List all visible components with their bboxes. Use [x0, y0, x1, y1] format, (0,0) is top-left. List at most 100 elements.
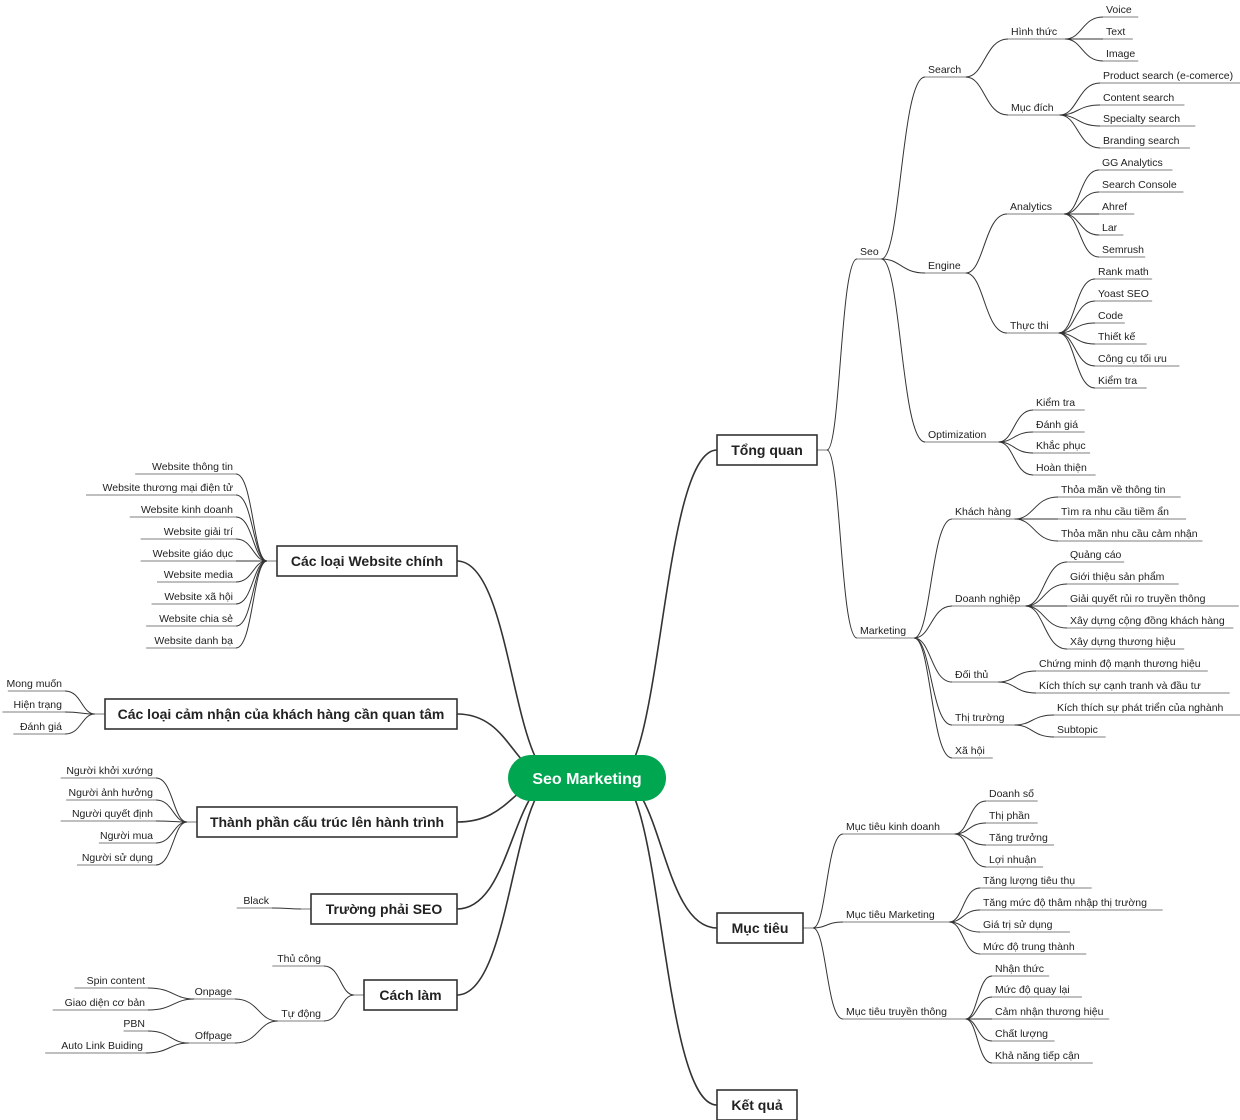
connector [881, 258, 926, 443]
topic-node: Khách hàng [955, 506, 1011, 518]
main-topic-label: Trường phải SEO [326, 901, 443, 917]
connector [1025, 605, 1068, 629]
topic-node: Mục tiêu truyền thông [846, 1006, 947, 1018]
topic-node: Thị trường [955, 712, 1005, 724]
topic-node: Người sử dụng [82, 852, 153, 864]
connector [965, 272, 1008, 334]
topic-node: Ahref [1102, 201, 1127, 213]
connector [147, 987, 195, 1000]
topic-node: Người khởi xướng [66, 765, 153, 777]
connector [155, 799, 188, 823]
connector [1058, 332, 1096, 367]
connector [1064, 191, 1100, 215]
topic-node: Engine [928, 260, 961, 272]
central-topic-box[interactable] [508, 755, 666, 801]
connector [1014, 724, 1055, 738]
connector [881, 258, 926, 274]
topic-node: Analytics [1010, 201, 1052, 213]
main-topic-box[interactable] [716, 912, 804, 944]
central-topic-label: Seo Marketing [532, 771, 641, 788]
topic-node: Hình thức [1011, 26, 1057, 38]
topic-node: Khắc phục [1036, 439, 1086, 452]
connector [998, 409, 1034, 443]
connector [913, 518, 953, 639]
connector [1065, 16, 1104, 40]
topic-node: Optimization [928, 429, 987, 441]
connector [826, 449, 858, 639]
topic-node: Tăng mức độ thâm nhập thị trường [983, 897, 1147, 909]
connector [881, 76, 926, 260]
topic-node: Giá trị sử dụng [983, 919, 1053, 931]
topic-node: Mức độ quay lại [995, 984, 1070, 996]
main-topic-label: Thành phần cấu trúc lên hành trình [210, 814, 444, 830]
topic-node: Search Console [1102, 179, 1177, 191]
topic-node: Website thông tin [152, 461, 233, 473]
main-topic-label: Tổng quan [731, 442, 803, 458]
main-topic-box[interactable] [716, 434, 818, 466]
main-topic-box[interactable] [716, 1089, 798, 1120]
connector [1025, 583, 1068, 607]
connector [323, 994, 355, 1022]
connector-lines [2, 16, 1240, 1106]
topic-node: Người mua [100, 830, 153, 842]
topic-node: Thực thi [1010, 320, 1049, 332]
connector [998, 431, 1034, 443]
connector [998, 670, 1037, 683]
main-topic-box[interactable] [310, 893, 458, 925]
connector [826, 258, 858, 451]
connector [234, 998, 278, 1022]
connector [64, 713, 96, 735]
topic-node: Subtopic [1057, 724, 1098, 736]
connector [812, 921, 844, 929]
main-topic-box[interactable] [104, 698, 458, 730]
topic-node: Mục đích [1011, 102, 1054, 114]
topic-node: Tăng lượng tiêu thụ [983, 875, 1075, 887]
topic-node: Người ảnh hưởng [69, 787, 154, 799]
topic-node: Giao diện cơ bản [65, 997, 146, 1009]
main-topic-box[interactable] [196, 806, 458, 838]
topic-node: Công cụ tối ưu [1098, 353, 1167, 365]
topic-node: Hoàn thiện [1036, 462, 1087, 474]
topic-node: Lar [1102, 222, 1118, 234]
connector [1064, 213, 1100, 236]
connector [155, 821, 188, 844]
connector [954, 800, 987, 835]
topic-node: Semrush [1102, 244, 1144, 256]
main-topic-box[interactable] [276, 545, 458, 577]
topic-node: Website media [164, 569, 233, 581]
topic-node: Xây dựng cộng đồng khách hàng [1070, 615, 1225, 627]
connector [954, 822, 987, 835]
main-branch-connector [456, 560, 558, 779]
main-topic-label: Cách làm [379, 987, 441, 1003]
main-topic-box[interactable] [363, 979, 458, 1011]
connector [965, 996, 993, 1020]
topic-node: Website giải trí [164, 526, 233, 538]
connector [1059, 114, 1101, 149]
topic-node: Cảm nhận thương hiệu [995, 1006, 1104, 1018]
topic-node: Mong muốn [7, 678, 63, 690]
connector [914, 605, 953, 639]
connector [1025, 605, 1068, 650]
connector [1058, 278, 1096, 334]
connector [147, 998, 195, 1011]
connector [1059, 104, 1101, 116]
connector [235, 560, 268, 649]
connector [965, 76, 1009, 116]
topic-node: Seo [860, 246, 879, 258]
topic-node: Nhận thức [995, 963, 1044, 975]
main-topic-label: Mục tiêu [732, 920, 789, 936]
connector [1058, 300, 1096, 334]
connector [271, 907, 302, 910]
topic-node: Website xã hội [164, 591, 233, 603]
connector [914, 637, 953, 683]
connector [949, 887, 981, 923]
topic-node: Kiểm tra [1098, 375, 1137, 387]
connector [965, 975, 993, 1020]
topic-node: Xã hội [955, 745, 985, 757]
topic-node: Text [1106, 26, 1125, 38]
connector [1014, 714, 1055, 726]
connector [1025, 561, 1068, 607]
main-branch-connector [616, 449, 718, 779]
connector [913, 637, 953, 759]
